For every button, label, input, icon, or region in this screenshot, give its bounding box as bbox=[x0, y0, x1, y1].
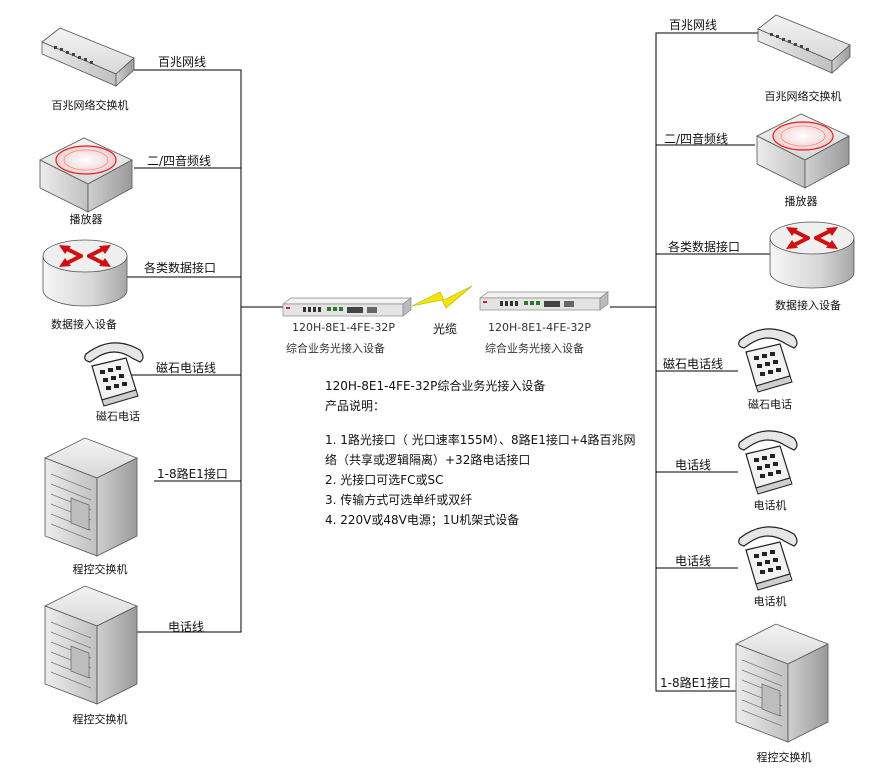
left-player-icon bbox=[39, 137, 133, 213]
center-right-device-icon bbox=[479, 291, 609, 311]
center-left-desc: 综合业务光接入设备 bbox=[286, 342, 385, 355]
right-switch-icon bbox=[757, 14, 851, 74]
description-line: 4. 220V或48V电源；1U机架式设备 bbox=[325, 513, 520, 527]
left-line-label: 各类数据接口 bbox=[144, 261, 217, 275]
right-line-label: 百兆网线 bbox=[669, 18, 718, 32]
left-pbx-icon-2 bbox=[44, 585, 138, 705]
right-device-caption: 程控交换机 bbox=[756, 751, 812, 764]
right-device-caption: 电话机 bbox=[753, 595, 787, 608]
right-device-caption: 百兆网络交换机 bbox=[764, 90, 842, 103]
right-device-caption: 数据接入设备 bbox=[775, 299, 841, 312]
right-device-caption: 磁石电话 bbox=[748, 398, 792, 411]
right-phone-icon-3 bbox=[738, 526, 798, 591]
left-line-label: 1-8路E1接口 bbox=[157, 467, 228, 481]
right-device-caption: 电话机 bbox=[753, 499, 787, 512]
left-device-caption: 百兆网络交换机 bbox=[51, 99, 129, 112]
product-description: 120H-8E1-4FE-32P综合业务光接入设备 产品说明： 1. 1路光接口… bbox=[325, 376, 636, 530]
left-pbx-icon bbox=[44, 437, 138, 557]
center-right-desc: 综合业务光接入设备 bbox=[485, 342, 584, 355]
left-line-label: 二/四音频线 bbox=[147, 154, 212, 168]
right-phone-icon-2 bbox=[738, 430, 798, 495]
right-line-label: 电话线 bbox=[675, 554, 712, 568]
left-device-caption: 播放器 bbox=[69, 213, 103, 226]
right-line-label: 二/四音频线 bbox=[664, 132, 729, 146]
left-switch-icon bbox=[41, 27, 135, 87]
left-device-caption: 磁石电话 bbox=[96, 410, 140, 423]
right-line-label: 各类数据接口 bbox=[668, 240, 741, 254]
left-device-caption: 数据接入设备 bbox=[51, 318, 117, 331]
left-phone-icon bbox=[84, 342, 144, 407]
left-line-label: 磁石电话线 bbox=[156, 361, 217, 375]
left-device-caption: 程控交换机 bbox=[72, 713, 128, 726]
description-subtitle: 产品说明： bbox=[325, 399, 386, 413]
right-router-icon bbox=[768, 220, 856, 290]
left-device-caption: 程控交换机 bbox=[72, 563, 128, 576]
right-device-caption: 播放器 bbox=[784, 195, 818, 208]
right-line-label: 磁石电话线 bbox=[663, 357, 724, 371]
description-line: 络（共享或逻辑隔离）+32路电话接口 bbox=[325, 453, 531, 467]
center-left-device-icon bbox=[282, 297, 412, 317]
fiber-lightning bbox=[411, 285, 473, 309]
left-line-label: 百兆网线 bbox=[158, 55, 207, 69]
right-line-label: 1-8路E1接口 bbox=[660, 676, 731, 690]
right-phone-icon bbox=[738, 328, 798, 393]
center-right-model: 120H-8E1-4FE-32P bbox=[488, 321, 592, 334]
left-line-label: 电话线 bbox=[168, 620, 205, 634]
right-player-icon bbox=[756, 113, 850, 189]
description-line: 1. 1路光接口（ 光口速率155M）、8路E1接口+4路百兆网 bbox=[325, 433, 636, 447]
description-line: 3. 传输方式可选单纤或双纤 bbox=[325, 493, 473, 507]
connection-lines bbox=[127, 32, 772, 692]
right-pbx-icon bbox=[735, 623, 829, 743]
description-line: 2. 光接口可选FC或SC bbox=[325, 473, 444, 487]
fiber-link-label: 光缆 bbox=[433, 322, 458, 336]
center-left-model: 120H-8E1-4FE-32P bbox=[292, 321, 396, 334]
right-line-label: 电话线 bbox=[675, 458, 712, 472]
left-router-icon bbox=[41, 238, 129, 308]
description-title: 120H-8E1-4FE-32P综合业务光接入设备 bbox=[325, 379, 546, 393]
